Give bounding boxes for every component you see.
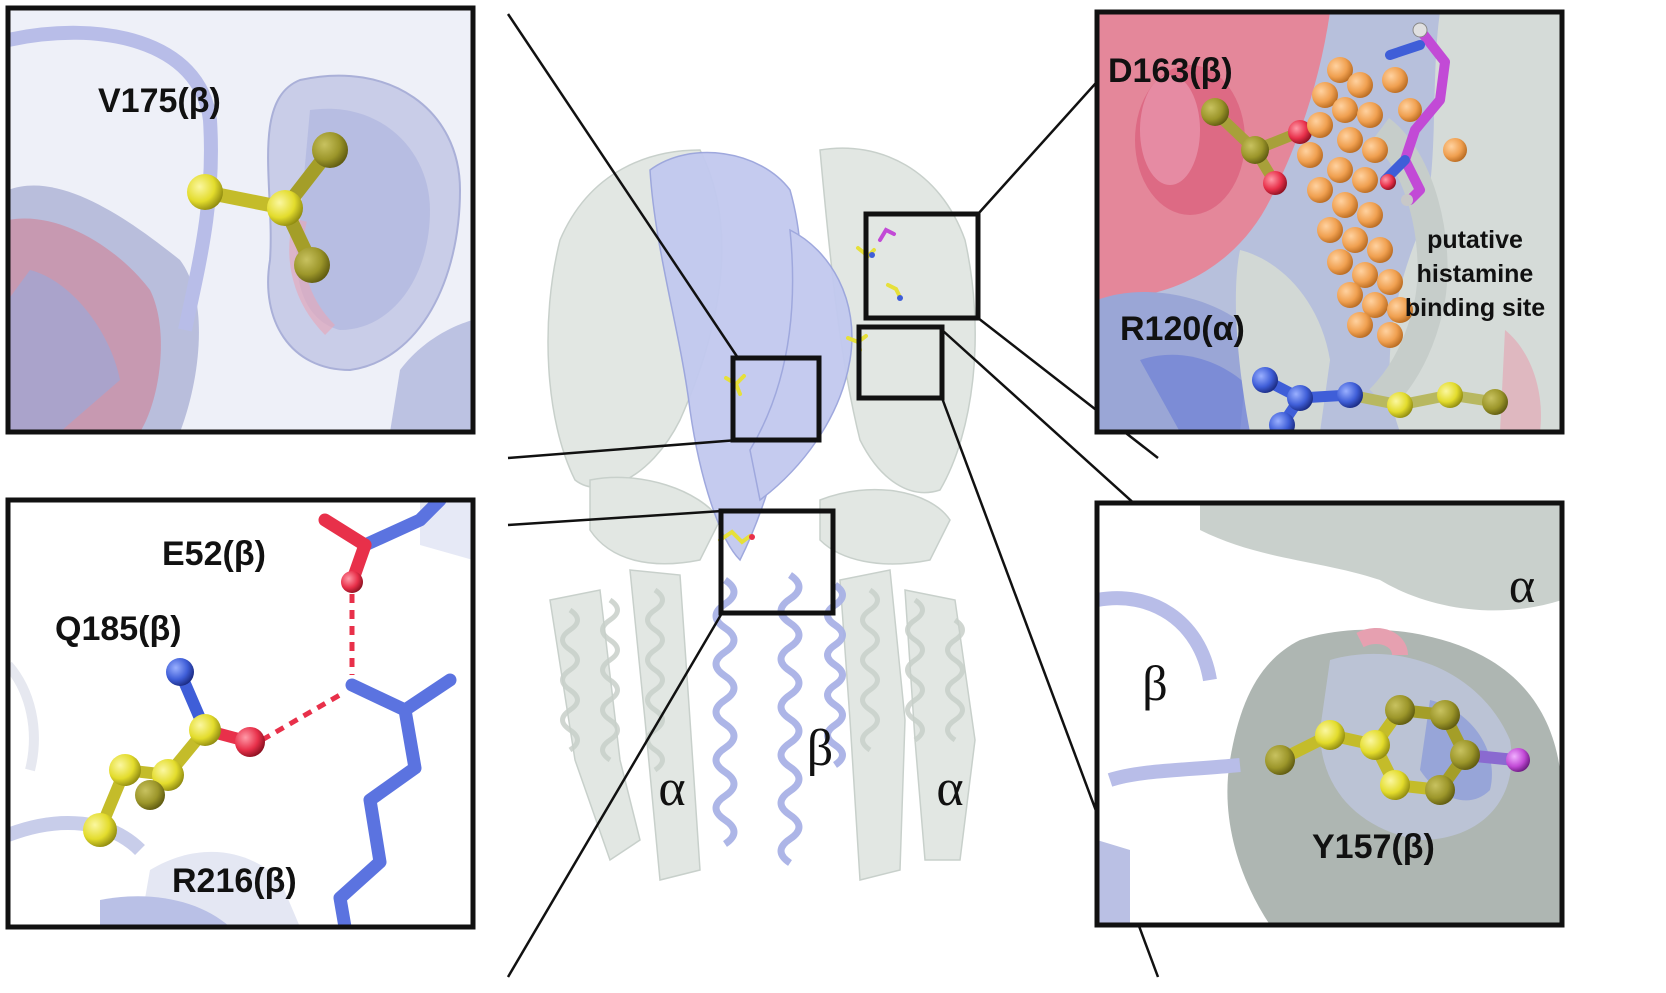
histamine-site-spheres [1297, 57, 1467, 348]
y157-panel-alpha-label: α [1509, 557, 1535, 613]
y157-label: Y157(β) [1312, 828, 1435, 866]
r216-label: R216(β) [172, 862, 297, 900]
panel-q185: E52(β) Q185(β) R216(β) [5, 497, 476, 930]
panel-v175: V175(β) [5, 5, 476, 435]
q185-sidechain [83, 658, 265, 847]
callout-box-q185 [718, 508, 836, 616]
e52-label: E52(β) [162, 535, 266, 573]
beta-subunit-cartoon [649, 151, 853, 562]
binding-site-label-line1: putative [1427, 226, 1523, 254]
histamine-ligand [1380, 22, 1450, 206]
e52-sidechain [318, 500, 447, 593]
callout-box-d163 [863, 211, 981, 321]
panel-y157: Y157(β) α β [1094, 500, 1565, 928]
callout-boxes [718, 211, 981, 616]
callout-box-y157 [856, 324, 945, 401]
r120-label: R120(α) [1120, 310, 1245, 348]
d163-label: D163(β) [1108, 52, 1233, 90]
q185-label: Q185(β) [55, 610, 182, 648]
beta-helices [712, 572, 846, 866]
r120-sidechain [1252, 367, 1508, 432]
v175-sidechain [187, 132, 348, 283]
r216-sidechain [333, 673, 457, 927]
v175-label: V175(β) [98, 82, 221, 120]
center-alpha-right-label: α [936, 760, 963, 817]
center-alpha-left-label: α [658, 760, 685, 817]
callout-box-v175 [730, 355, 822, 443]
y157-panel-beta-label: β [1142, 655, 1167, 711]
hydrogen-bonds [260, 594, 355, 743]
panel-d163: D163(β) R120(α) putative histamine bindi… [1094, 9, 1565, 435]
protein-structure: α β α [547, 147, 976, 881]
y157-sidechain [1265, 695, 1530, 805]
alpha-subunit-cartoon [547, 147, 976, 881]
d163-sidechain [1201, 98, 1312, 195]
binding-site-label-line2: histamine [1417, 260, 1534, 288]
binding-site-label-line3: binding site [1405, 294, 1545, 322]
center-beta-label: β [807, 720, 833, 777]
